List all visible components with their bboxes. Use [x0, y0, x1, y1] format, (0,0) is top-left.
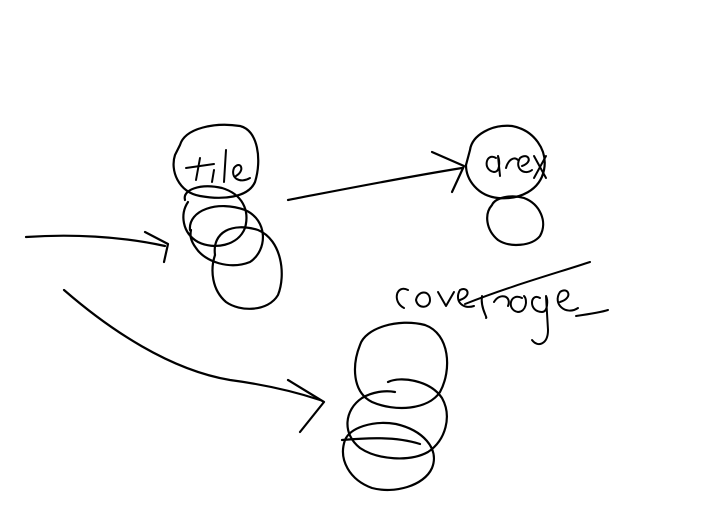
arrow-to-tile-head [143, 230, 170, 264]
coverage-circle-top [354, 321, 449, 409]
tile-circle-lower [188, 205, 264, 267]
area-handwritten-label: area [485, 155, 547, 179]
arrow-tile-to-area [286, 150, 466, 202]
coverage-circle-middle [346, 378, 448, 460]
arrow-to-coverage [62, 288, 326, 434]
coverage-inner-stroke [340, 437, 422, 446]
arrow-to-coverage-shaft [62, 288, 322, 402]
arrow-to-tile-shaft [24, 234, 167, 248]
area-circle-stack [464, 124, 546, 246]
tile-circle-middle [182, 185, 248, 247]
arrow-to-tile [24, 230, 170, 264]
arrow-tile-to-area-head [430, 150, 466, 194]
area-circle-top [464, 124, 546, 200]
arrow-tile-to-area-shaft [286, 166, 464, 202]
arrow-to-coverage-head [286, 378, 326, 434]
area-circle-bottom [486, 195, 545, 246]
coverage-handwritten-label: coverage [395, 261, 609, 346]
coverage-circle-stack [340, 321, 449, 492]
tile-handwritten-label: tile [185, 149, 251, 183]
tile-circle-stack [172, 123, 283, 310]
coverage-circle-bottom [341, 421, 435, 492]
tile-circle-top [172, 123, 260, 199]
tile-circle-bottom [211, 226, 283, 310]
